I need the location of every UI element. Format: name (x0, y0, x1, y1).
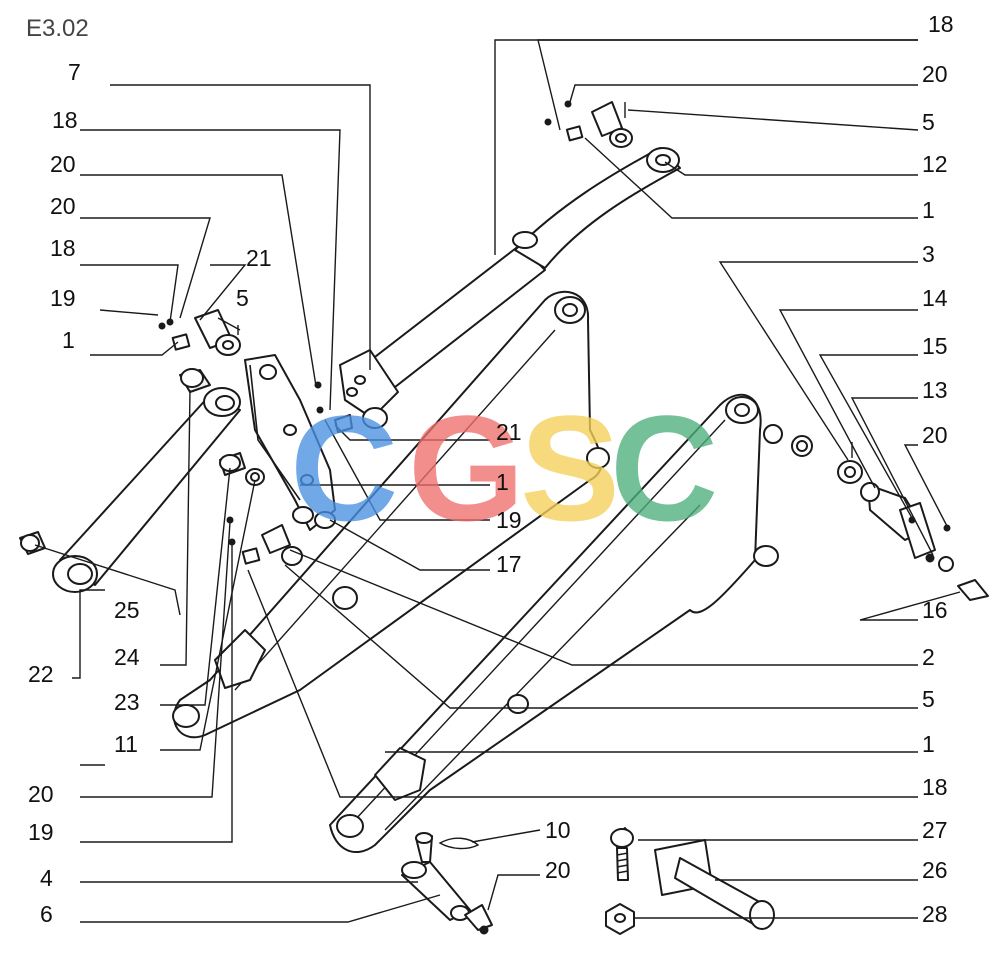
watermark-letter-2: G (408, 384, 525, 552)
callout-label: 21 (246, 245, 272, 271)
pin-assembly-left (158, 309, 241, 356)
callout-label: 20 (545, 857, 571, 883)
bottom-pin-parts (401, 832, 493, 935)
callout-label: 19 (28, 819, 54, 845)
callout-label: 27 (922, 817, 948, 843)
watermark-letter-1: C (290, 384, 398, 552)
lever-bracket (244, 354, 336, 531)
page-code: E3.02 (26, 15, 89, 42)
callout-label: 17 (496, 551, 522, 577)
pin-assembly-top (544, 100, 633, 148)
callout-label: 3 (922, 241, 935, 267)
bolt-pin-nut-set (605, 827, 775, 935)
callout-label: 18 (50, 235, 76, 261)
callout-label: 14 (922, 285, 948, 311)
callout-label: 1 (496, 469, 509, 495)
watermark-letter-3: S (520, 384, 620, 552)
callout-label: 15 (922, 333, 948, 359)
callout-label: 4 (40, 865, 53, 891)
callout-label: 24 (114, 644, 140, 670)
callout-label: 26 (922, 857, 948, 883)
callout-label: 1 (62, 327, 75, 353)
callout-label: 12 (922, 151, 948, 177)
callout-label: 19 (496, 507, 522, 533)
callout-label: 20 (922, 61, 948, 87)
cgsc-watermark: C G S C (290, 384, 718, 552)
callout-label: 20 (50, 151, 76, 177)
callouts-right: 18 20 5 12 1 3 14 15 13 20 16 2 5 1 18 1… (545, 11, 954, 927)
callout-label: 19 (50, 285, 76, 311)
callout-label: 7 (68, 59, 81, 85)
callout-label: 1 (922, 731, 935, 757)
callouts-center: 21 1 19 17 (496, 419, 522, 577)
callout-label: 2 (922, 644, 935, 670)
callout-label: 5 (236, 285, 249, 311)
callout-label: 16 (922, 597, 948, 623)
callout-label: 20 (28, 781, 54, 807)
callout-label: 5 (922, 109, 935, 135)
callout-label: 22 (28, 661, 54, 687)
watermark-letter-4: C (610, 384, 718, 552)
callout-label: 10 (545, 817, 571, 843)
loader-assembly-drawing (19, 100, 989, 935)
pin-assembly-right (763, 424, 989, 601)
callout-label: 25 (114, 597, 140, 623)
callout-label: 18 (928, 11, 954, 37)
callout-label: 18 (922, 774, 948, 800)
callout-label: 11 (114, 731, 138, 757)
callout-label: 20 (922, 422, 948, 448)
bushings-left (19, 368, 265, 555)
callout-label: 6 (40, 901, 53, 927)
callout-label: 13 (922, 377, 948, 403)
pin-assembly-center (226, 381, 353, 566)
leader-lines (34, 39, 961, 923)
callout-label: 21 (496, 419, 522, 445)
callout-label: 28 (922, 901, 948, 927)
callouts-left: 7 18 20 20 18 21 19 5 1 25 24 22 23 11 2… (28, 59, 272, 927)
callout-label: 5 (922, 686, 935, 712)
link-rod (52, 387, 241, 593)
callout-label: 18 (52, 107, 78, 133)
lift-cylinder (339, 147, 681, 429)
callout-label: 1 (922, 197, 935, 223)
callout-label: 20 (50, 193, 76, 219)
callout-label: 23 (114, 689, 140, 715)
